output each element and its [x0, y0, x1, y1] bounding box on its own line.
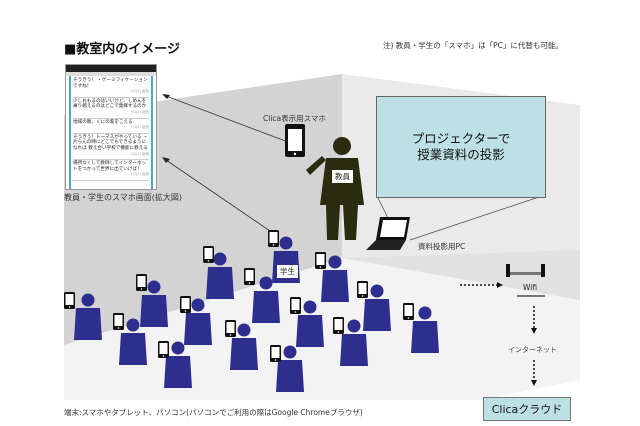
teacher-phone-label: Clica表示用スマホ [263, 114, 326, 123]
phone-screen-zoom: そうきう！ ・ゲーミフィケーションですね！ｲｲﾈ(2) 返信 少しおもるのはいい… [65, 64, 157, 190]
message-list: そうきう！ ・ゲーミフィケーションですね！ｲｲﾈ(2) 返信 少しおもるのはいい… [69, 76, 153, 189]
arrow-line [165, 159, 274, 234]
pc-label: 資料投影用PC [418, 242, 466, 251]
wifi-router-icon [506, 264, 545, 297]
clica-cloud-box: Clicaクラウド [483, 397, 571, 421]
internet-label: インターネット [508, 346, 557, 354]
status-bar [66, 65, 156, 72]
wifi-label: Wifi [523, 283, 538, 292]
list-item: そうきう！トーマスがやっている ・片らんの時にどこでもできるようになれば 教え合… [73, 134, 149, 161]
page-title: ■教室内のイメージ [64, 42, 181, 57]
teacher-figure [306, 137, 364, 240]
phone-screen-caption: 教員・学生のスマホ画面(拡大図) [64, 193, 183, 202]
arrow-line [165, 95, 289, 143]
laptop-icon [366, 217, 410, 250]
note-text: 注) 教員・学生の「スマホ」は「PC」に代替も可能。 [383, 41, 563, 50]
teacher-tag: 教員 [332, 170, 353, 183]
arrow-right-icon [497, 282, 503, 288]
arrow-down-icon [531, 380, 537, 386]
student-tag: 学生 [277, 265, 298, 278]
arrow-down-icon [531, 328, 537, 334]
list-item: そうきう！ ・ゲーミフィケーションですね！ｲｲﾈ(2) 返信 [73, 77, 149, 98]
list-item: 少しおもるのはいいけど、しめんを乗り越えるのはどこで発揮するのかｲｲﾈ(2) 返… [73, 98, 149, 119]
teacher-phone-icon [285, 124, 305, 157]
arrow-head-icon [162, 157, 170, 163]
list-item: 場所なくして教師してインターネットをつかって世界に出ていけば！ｲｲﾈ(2) 返信 [73, 160, 149, 181]
footer-note: 端末:スマホやタブレット、パソコン(パソコンでご利用の際はGoogle Chro… [64, 408, 363, 417]
arrow-head-icon [162, 94, 170, 99]
list-item: 地域の教、くにの家をこえるｲｲﾈ(2) 返信 [73, 119, 149, 134]
projector-screen: プロジェクターで 授業資料の投影 [376, 96, 546, 198]
